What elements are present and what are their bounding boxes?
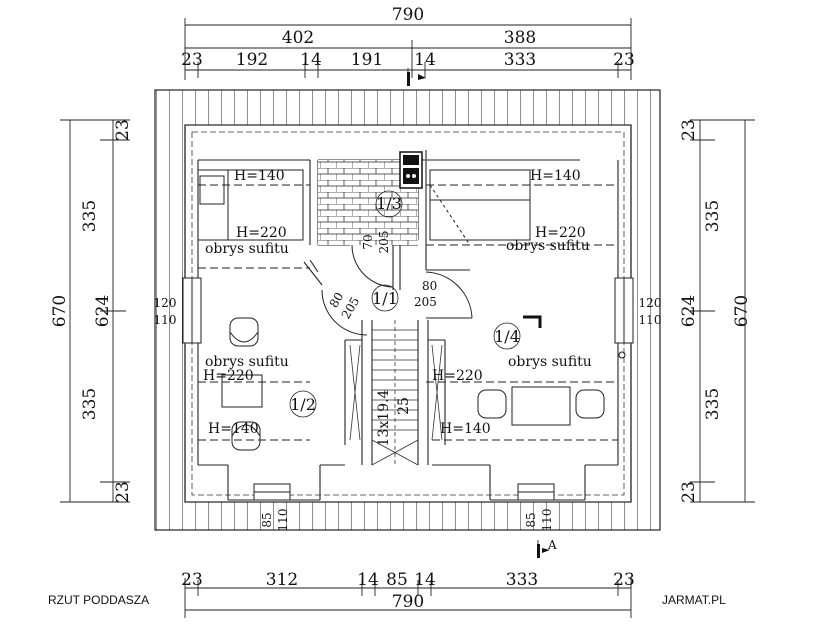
dim-top-seg-6: 333 xyxy=(504,50,536,70)
win-right-height: 110 xyxy=(639,313,662,327)
door-swings xyxy=(321,184,473,336)
dim-top-seg-3: 14 xyxy=(300,50,322,70)
bed-right xyxy=(429,169,531,241)
wall-corner-mark xyxy=(523,315,542,328)
dim-right-middle: 624 xyxy=(679,295,699,327)
dim-top-seg-5: 14 xyxy=(414,50,436,70)
dim-left-lower: 335 xyxy=(80,388,100,420)
win-bl-sill: 85 xyxy=(260,512,274,527)
door-right-height: 205 xyxy=(414,295,437,309)
section-markers xyxy=(407,72,550,558)
dim-left-edge-top: 23 xyxy=(113,119,133,141)
dim-top-seg-4: 191 xyxy=(351,50,383,70)
dim-bottom-seg-5: 14 xyxy=(414,570,436,590)
label-h140-topleft: H=140 xyxy=(234,168,285,184)
dim-right-edge-bottom: 23 xyxy=(679,481,699,503)
label-stairs-width: 25 xyxy=(396,397,412,415)
room-1-2: 1/2 xyxy=(290,395,316,414)
label-section: A xyxy=(547,538,557,552)
desk-left xyxy=(221,317,263,451)
label-h220-midleft: H=220 xyxy=(203,368,254,384)
dim-left-upper: 335 xyxy=(80,200,100,232)
dim-bottom-seg-2: 312 xyxy=(266,570,298,590)
dim-right-lower: 335 xyxy=(703,388,723,420)
win-left-height: 110 xyxy=(154,313,177,327)
dim-left-edge-bottom: 23 xyxy=(113,481,133,503)
label-h220-topleft: H=220 xyxy=(236,225,287,241)
window-bottom-left xyxy=(253,483,291,501)
door-bath-height: 205 xyxy=(377,231,391,254)
dim-left-middle: 624 xyxy=(93,295,113,327)
dim-top-left-half: 402 xyxy=(282,28,314,48)
room-1-4: 1/4 xyxy=(494,327,520,346)
label-stairs: 13x19.4 xyxy=(376,389,392,446)
room-1-3-circle xyxy=(375,190,403,218)
label-h220-midright: H=220 xyxy=(432,368,483,384)
dim-bottom-seg-7: 23 xyxy=(613,570,635,590)
staircase xyxy=(349,320,443,466)
caption-right: JARMAT.PL xyxy=(662,593,726,607)
room-1-1-circle xyxy=(371,284,399,312)
dim-top-right-half: 388 xyxy=(504,28,536,48)
door-bath-width: 70 xyxy=(361,234,375,249)
door-left-width: 80 xyxy=(327,290,347,310)
dim-bottom-seg-3: 14 xyxy=(357,570,379,590)
room-1-3: 1/3 xyxy=(376,194,402,213)
win-br-height: 110 xyxy=(540,509,554,532)
dim-top-overall: 790 xyxy=(392,5,424,25)
dim-right-upper: 335 xyxy=(703,200,723,232)
win-br-sill: 85 xyxy=(524,512,538,527)
dim-top-seg-7: 23 xyxy=(613,50,635,70)
dim-top-seg-1: 23 xyxy=(181,50,203,70)
window-right xyxy=(614,277,634,344)
dim-top-seg-2: 192 xyxy=(236,50,268,70)
label-h140-bottomleft: H=140 xyxy=(208,421,259,437)
caption-left: RZUT PODDASZA xyxy=(48,593,149,607)
label-ceiling-midright: obrys sufitu xyxy=(508,354,592,370)
dim-left-overall: 670 xyxy=(50,295,70,327)
window-left xyxy=(182,277,202,344)
win-right-width: 120 xyxy=(639,296,662,310)
room-1-2-circle xyxy=(289,390,317,418)
label-ceiling-topleft: obrys sufitu xyxy=(205,241,289,257)
room-1-4-circle xyxy=(493,322,521,350)
room-1-1: 1/1 xyxy=(372,289,398,308)
dim-bottom-seg-1: 23 xyxy=(181,570,203,590)
window-bottom-right xyxy=(517,483,555,501)
label-h220-topright: H=220 xyxy=(535,225,586,241)
label-ceiling-midleft: obrys sufitu xyxy=(205,354,289,370)
win-bl-height: 110 xyxy=(276,509,290,532)
win-left-width: 120 xyxy=(154,296,177,310)
dim-right-edge-top: 23 xyxy=(679,119,699,141)
outlet-icon xyxy=(618,351,626,359)
dim-bottom-overall: 790 xyxy=(392,592,424,612)
label-h140-bottomright: H=140 xyxy=(440,421,491,437)
label-ceiling-topright: obrys sufitu xyxy=(506,238,590,254)
chimney-icon xyxy=(399,151,423,189)
bed-left xyxy=(197,169,304,241)
door-right-width: 80 xyxy=(422,279,437,293)
dim-bottom-seg-4: 85 xyxy=(386,570,408,590)
dimension-lines xyxy=(60,18,755,618)
desk-right xyxy=(477,386,605,426)
dim-bottom-seg-6: 333 xyxy=(506,570,538,590)
dim-right-overall: 670 xyxy=(732,295,752,327)
label-h140-topright: H=140 xyxy=(530,168,581,184)
